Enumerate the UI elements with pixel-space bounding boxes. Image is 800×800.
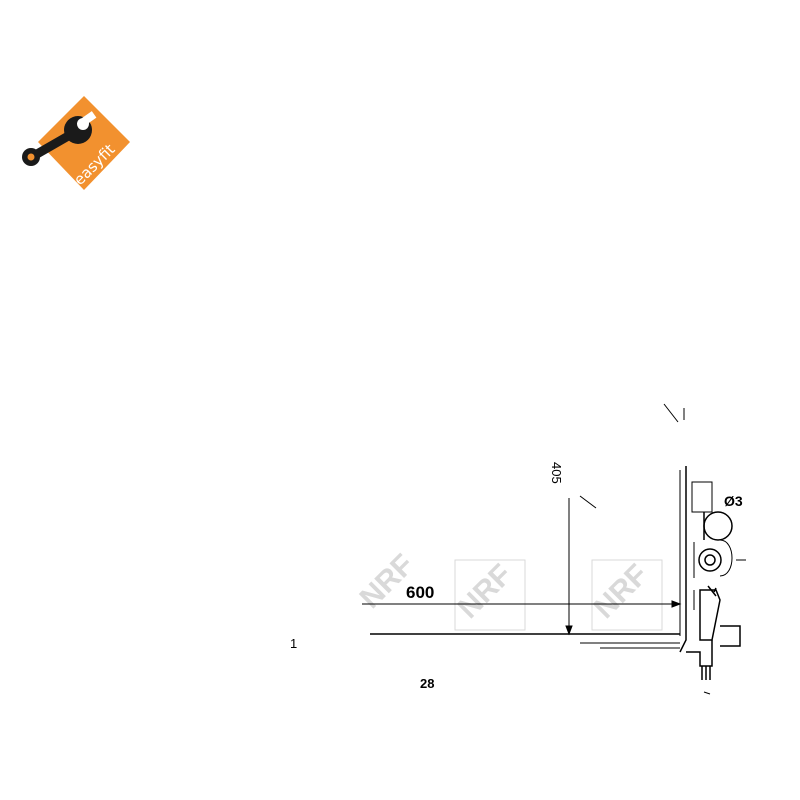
watermark-text-1: NRF bbox=[452, 558, 519, 625]
wrench-icon bbox=[22, 111, 97, 166]
easyfit-logo: easyfit bbox=[22, 96, 130, 190]
height-dimension bbox=[565, 498, 573, 636]
watermark-text-2: NRF bbox=[588, 558, 655, 625]
watermark-group: NRF NRF NRF bbox=[354, 548, 663, 631]
fitting-upper bbox=[703, 511, 733, 541]
logo-diamond bbox=[38, 96, 130, 190]
height-dimension-label: 405 bbox=[549, 462, 564, 484]
minor-label-left: 1 bbox=[290, 636, 297, 651]
diameter-label: Ø3 bbox=[724, 493, 743, 509]
width-dimension-label: 600 bbox=[406, 583, 434, 602]
width-dimension bbox=[362, 600, 682, 608]
watermark-text-3: NRF bbox=[354, 548, 421, 615]
minor-label-bottom: 28 bbox=[420, 676, 434, 691]
side-tank bbox=[679, 466, 741, 680]
watermark-box-1 bbox=[454, 559, 526, 631]
fitting-lower bbox=[698, 548, 722, 572]
watermark-box-2 bbox=[591, 559, 663, 631]
radiator-core bbox=[370, 633, 680, 649]
leader-marks bbox=[579, 403, 746, 695]
